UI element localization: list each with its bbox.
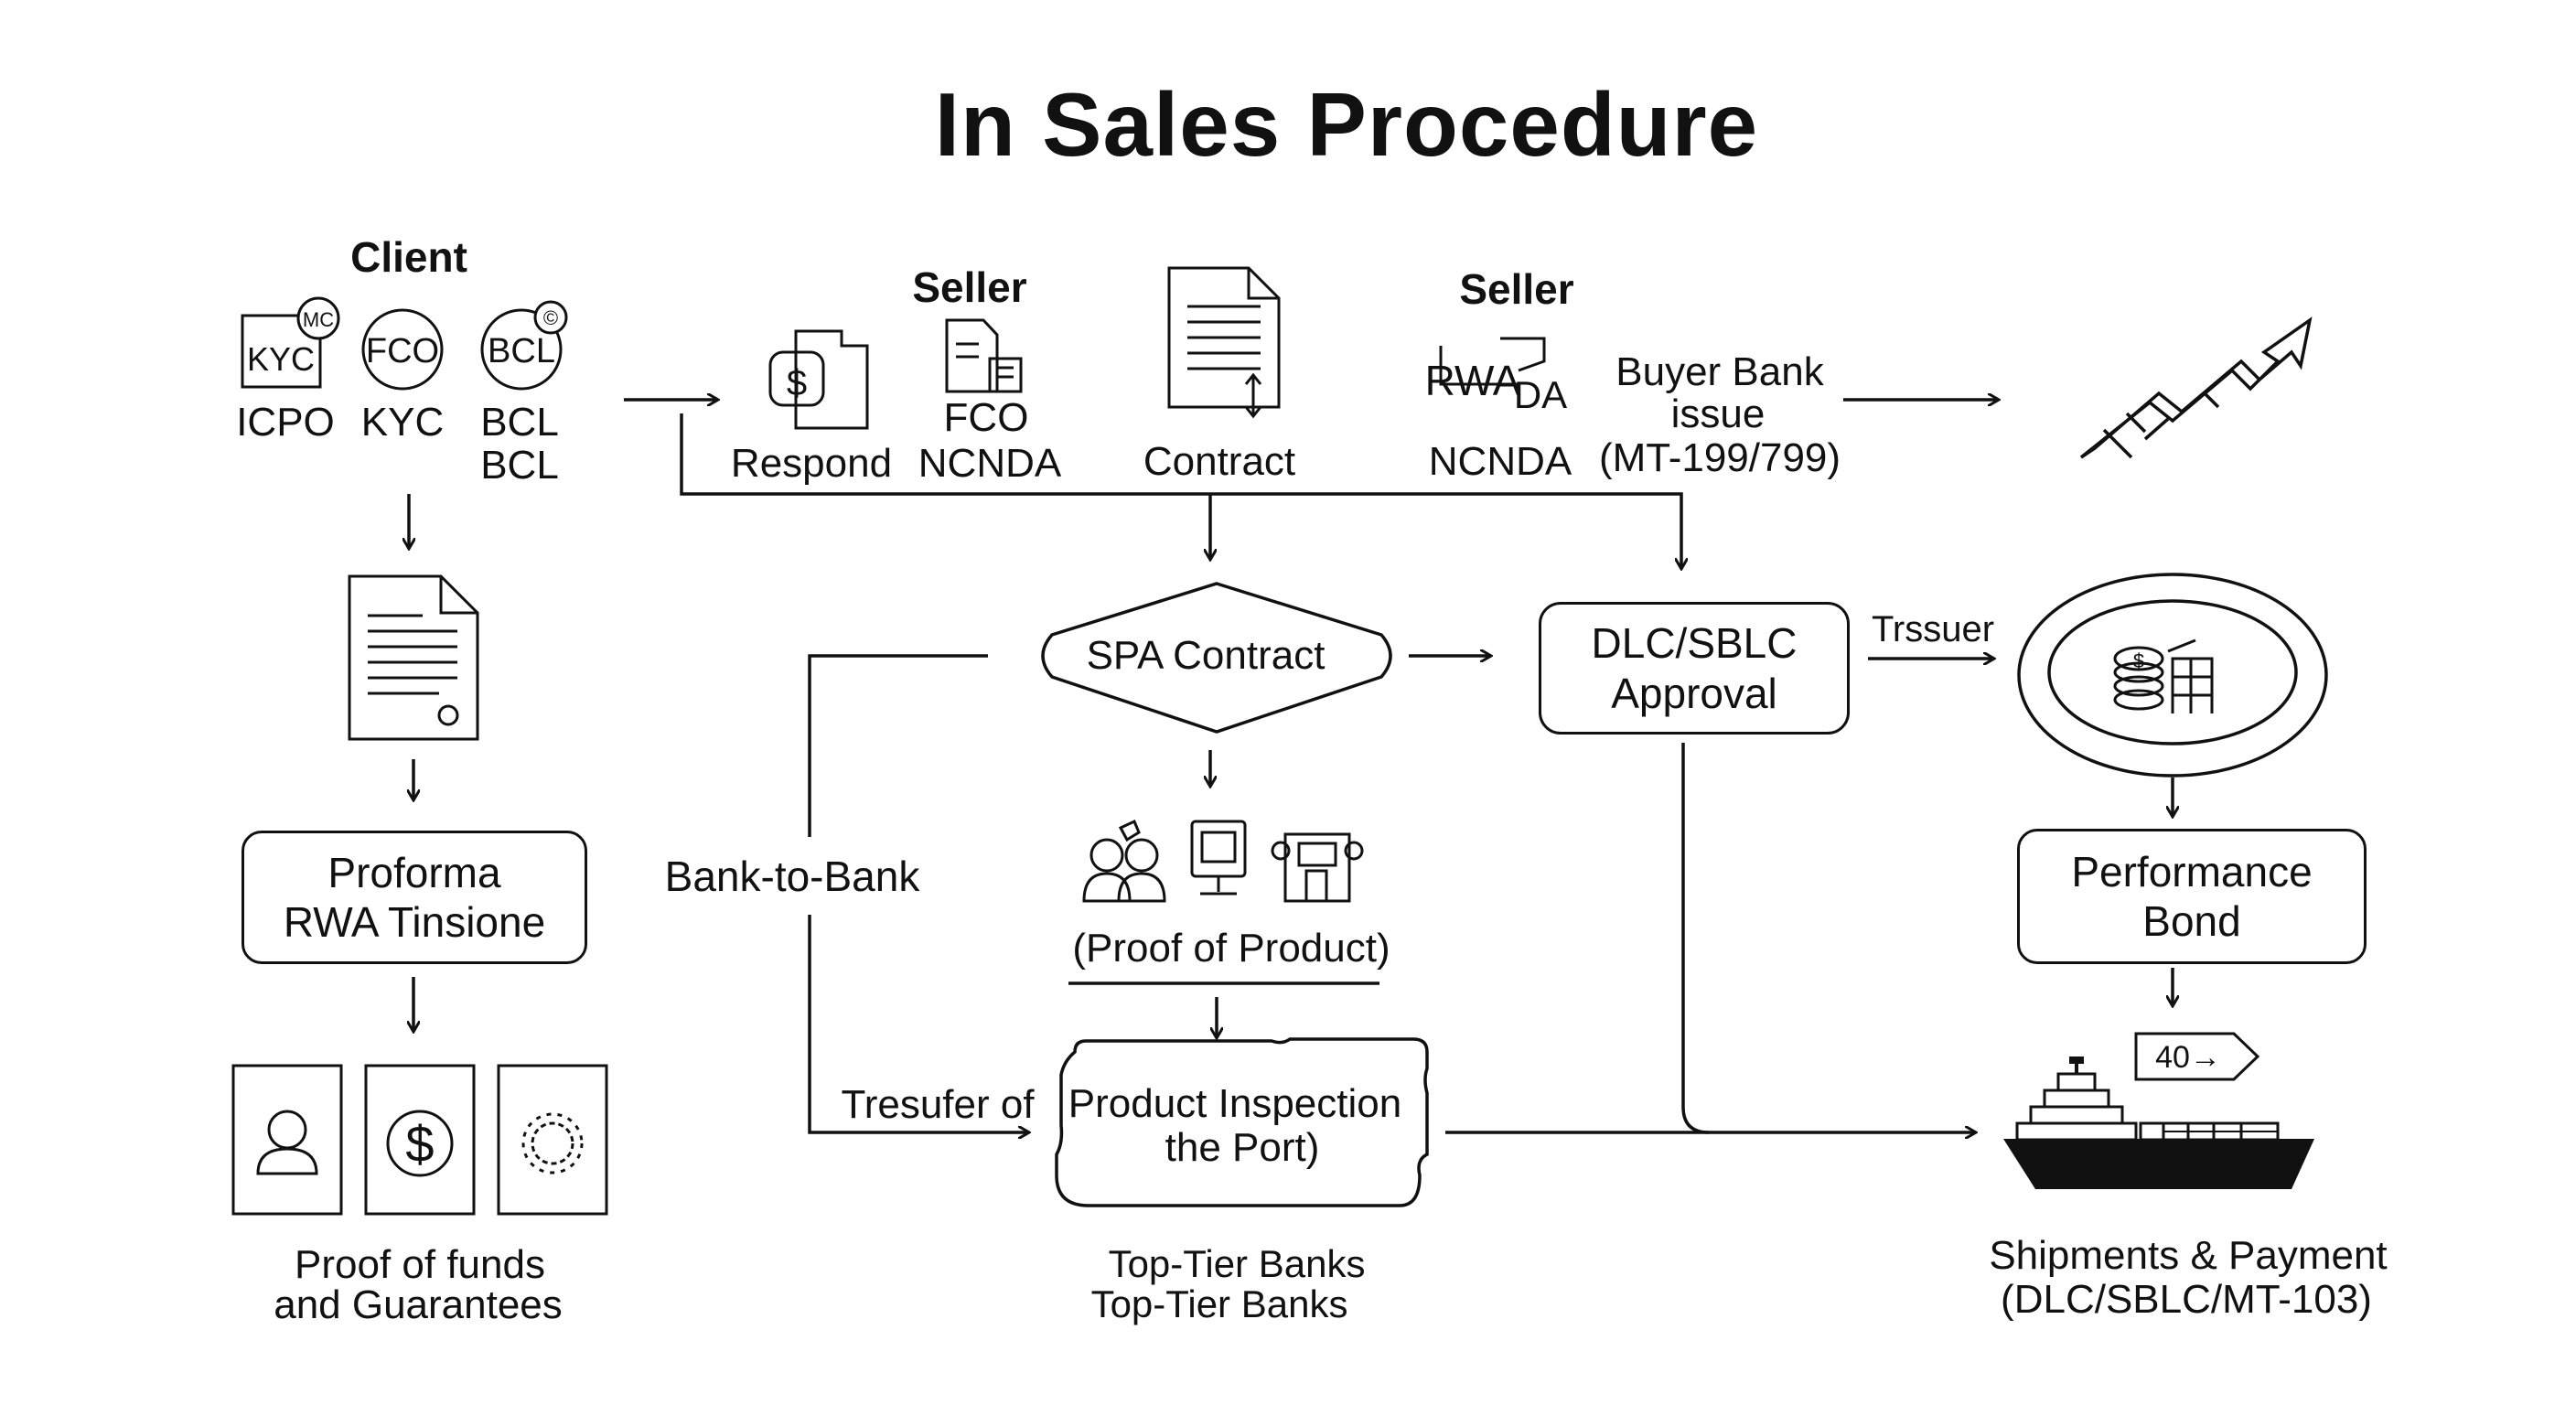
money-bag-icon <box>768 329 869 430</box>
shipments-line-2: (DLC/SBLC/MT-103) <box>2001 1277 2372 1322</box>
top-tier-banks-line-1: Top-Tier Banks <box>1108 1242 1366 1285</box>
proforma-line-2: RWA Tinsione <box>283 898 546 946</box>
respond-label: Respond <box>730 441 893 486</box>
fco-circle-icon <box>361 308 444 391</box>
bcl-circle-icon <box>480 300 568 391</box>
dlc-line-2: Approval <box>1611 669 1777 717</box>
rwa-icon-text-1: RWA <box>1425 357 1521 404</box>
cargo-ship-icon <box>2003 1056 2314 1189</box>
fco-label: FCO <box>943 395 1029 440</box>
dlc-sblc-approval-box: DLC/SBLC Approval <box>1539 602 1850 735</box>
performance-bond-line-2: Bond <box>2142 897 2241 945</box>
kyc-document-icon <box>241 296 340 389</box>
bank-to-bank-line-bottom <box>808 915 1029 1132</box>
ncnda-left-label: NCNDA <box>918 441 1062 486</box>
rwa-icon-text-2: DA <box>1514 373 1567 416</box>
rising-chart-icon <box>2079 316 2313 459</box>
person-card-icon <box>231 1064 343 1216</box>
tag-40-label: 40→ <box>2155 1040 2221 1075</box>
people-icon <box>1082 819 1166 903</box>
bank-to-bank-line-top <box>808 654 988 837</box>
transfer-label: Tresufer of <box>841 1082 1035 1127</box>
client-label-icpo: ICPO <box>236 400 335 445</box>
kyc-icon-text: KYC <box>247 340 315 378</box>
fco-document-icon <box>945 318 1023 393</box>
rwa-document-icon <box>1439 337 1546 386</box>
dlc-down-line <box>1681 743 1710 1134</box>
ncnda-right-label: NCNDA <box>1428 439 1572 484</box>
product-inspection-box <box>1055 1037 1429 1207</box>
client-label-bcl-2: BCL <box>480 443 559 488</box>
buyer-bank-line-3: (MT-199/799) <box>1598 435 1841 480</box>
bank-to-bank-label: Bank-to-Bank <box>664 853 920 900</box>
tag-40-shape <box>2134 1032 2260 1081</box>
bracket-top-row <box>680 413 1681 569</box>
bcl-icon-text: BCL <box>488 332 555 370</box>
proforma-box: Proforma RWA Tinsione <box>242 831 587 964</box>
kyc-icon-badge: MC <box>303 308 334 331</box>
money-bag-symbol: $ <box>787 363 807 403</box>
contract-label: Contract <box>1143 439 1296 484</box>
seller-left-header: Seller <box>912 263 1027 311</box>
issuer-oval <box>2017 573 2328 778</box>
page-title: In Sales Procedure <box>934 74 1759 175</box>
issuer-label: Trssuer <box>1871 609 1995 649</box>
proof-of-product-label: (Proof of Product) <box>1072 926 1390 971</box>
proforma-document-icon <box>348 574 479 741</box>
product-inspection-line-2: the Port) <box>1165 1125 1320 1170</box>
monitor-icon <box>1190 820 1247 896</box>
dollar-card-symbol: $ <box>405 1115 434 1173</box>
dlc-line-1: DLC/SBLC <box>1591 619 1798 668</box>
contract-document-icon <box>1167 266 1281 419</box>
proof-of-funds-line-2: and Guarantees <box>274 1282 563 1327</box>
client-label-kyc: KYC <box>360 400 445 445</box>
seller-right-header: Seller <box>1459 265 1574 313</box>
fco-icon-text: FCO <box>366 332 439 370</box>
coins-dollar-symbol: $ <box>2133 649 2144 672</box>
connectors <box>409 400 2173 1132</box>
dollar-card-icon <box>364 1064 476 1216</box>
proof-of-funds-line-1: Proof of funds <box>295 1242 545 1287</box>
proforma-line-1: Proforma <box>327 848 501 896</box>
performance-bond-box: Performance Bond <box>2017 829 2367 964</box>
storefront-icon <box>1271 832 1364 903</box>
performance-bond-line-1: Performance <box>2071 847 2313 896</box>
gear-card-icon <box>497 1064 608 1216</box>
product-inspection-line-1: Product Inspection <box>1068 1081 1402 1126</box>
spa-contract-label: SPA Contract <box>1086 633 1326 678</box>
spa-contract-diamond <box>1041 582 1392 734</box>
client-header: Client <box>350 233 467 281</box>
client-label-bcl-1: BCL <box>480 400 559 445</box>
bcl-icon-badge: © <box>543 306 558 329</box>
top-tier-banks-line-2: Top-Tier Banks <box>1090 1282 1348 1325</box>
buyer-bank-line-2: issue <box>1670 391 1766 436</box>
coins-building-icon <box>2113 638 2214 713</box>
shipments-line-1: Shipments & Payment <box>1989 1233 2388 1278</box>
buyer-bank-line-1: Buyer Bank <box>1615 349 1824 394</box>
